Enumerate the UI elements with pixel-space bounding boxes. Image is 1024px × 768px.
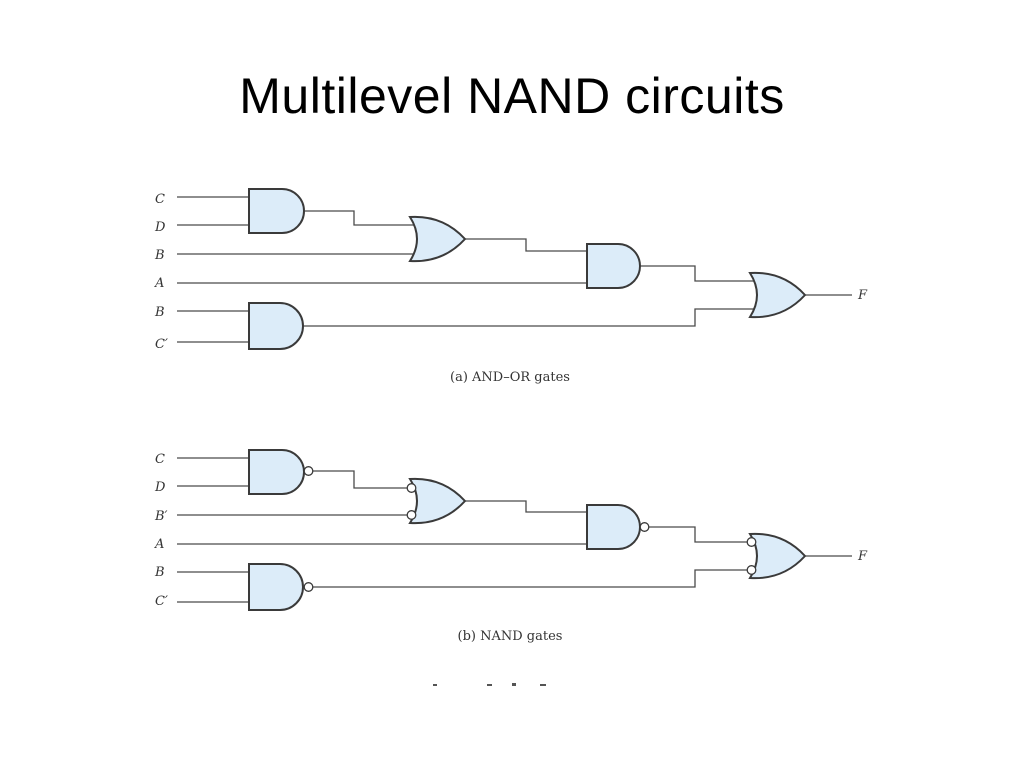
wires-b (177, 457, 852, 603)
input-label-a-d: D (154, 220, 166, 235)
inverter-bubble (406, 510, 417, 520)
nand-gate-b2 (586, 504, 641, 550)
output-label-a-f: F (857, 288, 868, 303)
input-label-b-c: C (155, 452, 165, 467)
caption-a: (a) AND–OR gates (450, 370, 570, 385)
inverter-bubble (639, 522, 650, 532)
inverter-bubble (303, 582, 314, 592)
input-label-b-a: A (154, 537, 164, 552)
cropped-residue-marks (433, 683, 546, 686)
or-gate-b1 (408, 477, 467, 525)
and-gate-a1 (248, 188, 305, 234)
input-label-b-bprime: B′ (154, 509, 168, 524)
or-gate-a1 (408, 215, 467, 263)
wires-a (177, 196, 852, 343)
input-label-a-b2: B (154, 305, 165, 320)
nand-gate-b1 (248, 449, 305, 495)
circuit-b: C D B′ A B C′ (154, 449, 868, 644)
caption-b: (b) NAND gates (458, 629, 563, 644)
or-gate-b2 (748, 532, 807, 580)
input-label-b-cprime: C′ (155, 594, 168, 609)
and-gate-a2 (586, 243, 641, 289)
input-label-b-b: B (154, 565, 165, 580)
inverter-bubble (406, 483, 417, 493)
nand-gate-b3 (248, 563, 304, 611)
or-gate-a2 (748, 271, 807, 319)
output-label-b-f: F (857, 549, 868, 564)
input-label-a-c: C (155, 192, 165, 207)
input-label-a-b: B (154, 248, 165, 263)
circuit-a: C D B A B C′ F (a) AND–OR gates (154, 188, 868, 385)
input-label-a-a: A (154, 276, 164, 291)
slide-title: Multilevel NAND circuits (239, 68, 785, 124)
input-label-b-d: D (154, 480, 166, 495)
inverter-bubble (746, 565, 757, 575)
inverter-bubble (303, 466, 314, 476)
input-label-a-cprime: C′ (155, 337, 168, 352)
and-gate-a3 (248, 302, 304, 350)
inverter-bubble (746, 537, 757, 547)
